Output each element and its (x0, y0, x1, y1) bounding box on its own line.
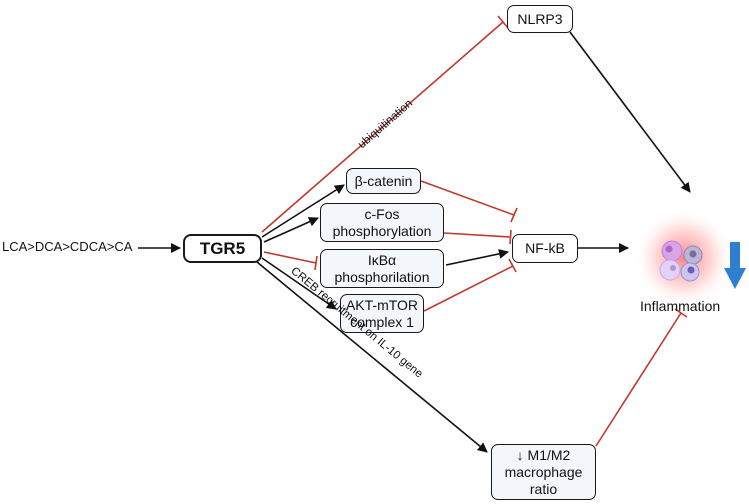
bile-acids-label: LCA>DCA>CDCA>CA (2, 239, 133, 254)
inhibit-beta-catenin-nfkb (420, 180, 518, 223)
cfos-label-line2: phosphorylation (332, 222, 432, 239)
beta-catenin-label: β-catenin (354, 172, 413, 189)
inflammation-label: Inflammation (640, 298, 721, 314)
inhibit-m1m2-inflammation (595, 308, 688, 447)
inhibit-akt-nfkb (423, 258, 517, 312)
ikba-node: IκBα phosphorilation (320, 249, 444, 288)
m1m2-label-line2: macrophage (504, 463, 583, 480)
inflammation-cells-icon (634, 208, 734, 308)
ikba-label-line1: IκBα (367, 251, 397, 268)
decrease-arrow-icon (724, 242, 746, 289)
tgr5-node: TGR5 (183, 234, 262, 263)
edge-tgr5-beta-catenin (261, 184, 345, 238)
nlrp3-label: NLRP3 (517, 10, 563, 27)
edge-tgr5-cfos (263, 217, 319, 243)
ikba-label-line2: phosphorilation (334, 268, 430, 285)
nlrp3-node: NLRP3 (507, 5, 573, 33)
edge-ikba-nfkb (445, 248, 509, 266)
nfkb-node: NF-kB (512, 234, 578, 263)
m1m2-ratio-node: ↓ M1/M2 macrophage ratio (491, 444, 596, 500)
inhibit-cfos-nfkb (443, 229, 512, 245)
m1m2-label-line1: ↓ M1/M2 (516, 446, 571, 463)
inhibit-tgr5-ikba (263, 251, 318, 271)
akt-mtor-label-line1: AKT-mTOR (345, 296, 419, 313)
m1m2-label-line3: ratio (529, 480, 558, 497)
edge-tgr5-m1m2 (256, 261, 488, 453)
nfkb-label: NF-kB (525, 240, 565, 256)
edge-nlrp3-inflammation (569, 31, 691, 193)
cfos-label-line1: c-Fos (364, 205, 400, 222)
edge-tgr5-akt (261, 257, 337, 310)
cfos-node: c-Fos phosphorylation (320, 203, 444, 242)
akt-mtor-label-line2: complex 1 (350, 313, 414, 330)
beta-catenin-node: β-catenin (346, 168, 421, 194)
tgr5-label: TGR5 (199, 239, 246, 258)
inhibit-tgr5-nlrp3 (261, 15, 509, 233)
akt-mtor-node: AKT-mTOR complex 1 (340, 294, 424, 333)
